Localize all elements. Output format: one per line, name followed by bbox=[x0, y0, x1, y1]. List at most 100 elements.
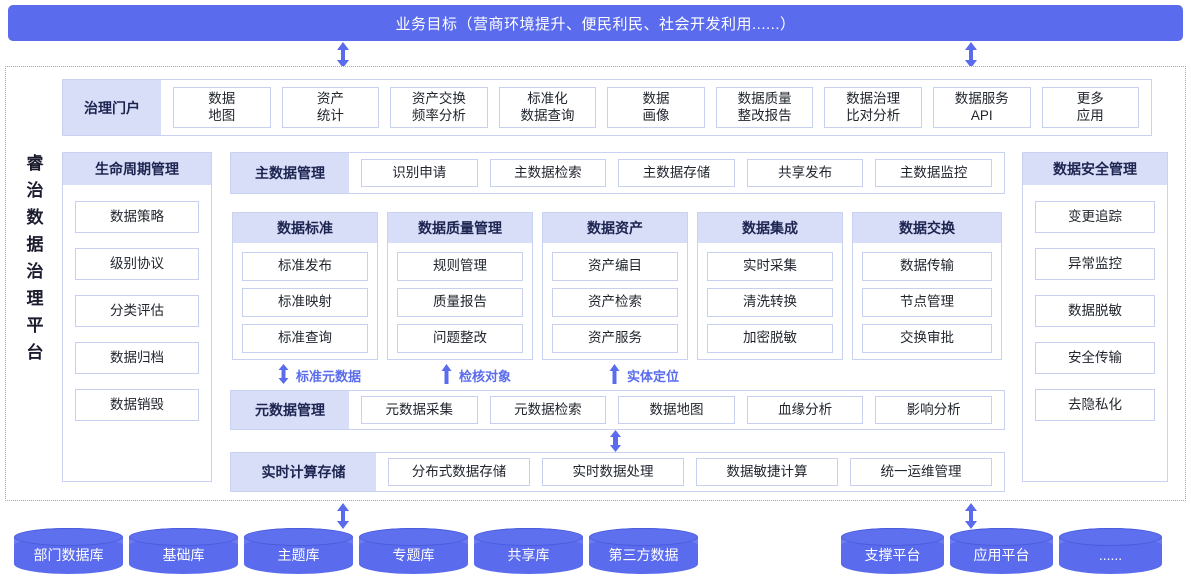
metadata-item[interactable]: 元数据检索 bbox=[489, 396, 607, 424]
page-title-char: 睿 bbox=[26, 154, 44, 173]
mid-group-item[interactable]: 标准映射 bbox=[242, 288, 368, 317]
page-title-vertical: 睿治数据治理平台 bbox=[18, 150, 52, 366]
data-source-label: ...... bbox=[1098, 546, 1123, 563]
page-title-char: 理 bbox=[26, 289, 44, 308]
mid-group-item[interactable]: 清洗转换 bbox=[707, 288, 833, 317]
mid-group-item[interactable]: 规则管理 bbox=[397, 252, 523, 281]
master-data-panel: 主数据管理 识别申请主数据检索主数据存储共享发布主数据监控 bbox=[230, 152, 1005, 194]
mid-group-item[interactable]: 资产编目 bbox=[552, 252, 678, 281]
lifecycle-item[interactable]: 级别协议 bbox=[75, 248, 199, 280]
mid-group-item[interactable]: 标准发布 bbox=[242, 252, 368, 281]
double-arrow-icon-bottom-right bbox=[963, 503, 979, 529]
portal-item[interactable]: 更多应用 bbox=[1041, 87, 1140, 128]
mid-group-data-asset: 数据资产 资产编目资产检索资产服务 bbox=[542, 212, 688, 360]
compute-item[interactable]: 数据敏捷计算 bbox=[696, 458, 838, 486]
data-source-cylinder[interactable]: 支撑平台 bbox=[841, 528, 944, 574]
data-source-label: 应用平台 bbox=[973, 546, 1030, 563]
portal-item[interactable]: 标准化数据查询 bbox=[498, 87, 597, 128]
page-title-char: 台 bbox=[26, 343, 44, 362]
double-arrow-icon-middle bbox=[608, 430, 624, 452]
mid-group-item[interactable]: 数据传输 bbox=[862, 252, 992, 281]
mid-group-data-standard: 数据标准 标准发布标准映射标准查询 bbox=[232, 212, 378, 360]
master-data-item[interactable]: 共享发布 bbox=[746, 159, 864, 187]
security-item[interactable]: 数据脱敏 bbox=[1035, 295, 1155, 327]
mid-group-items: 标准发布标准映射标准查询 bbox=[233, 243, 377, 353]
metadata-item[interactable]: 血缘分析 bbox=[746, 396, 864, 424]
data-source-cylinder[interactable]: 应用平台 bbox=[950, 528, 1053, 574]
master-data-item[interactable]: 主数据监控 bbox=[875, 159, 992, 187]
flow-label-text: 标准元数据 bbox=[296, 368, 362, 384]
flow-label-text: 检核对象 bbox=[459, 368, 512, 384]
security-items: 变更追踪异常监控数据脱敏安全传输去隐私化 bbox=[1023, 185, 1167, 421]
realtime-compute-panel: 实时计算存储 分布式数据存储实时数据处理数据敏捷计算统一运维管理 bbox=[230, 452, 1005, 492]
mid-group-item[interactable]: 资产检索 bbox=[552, 288, 678, 317]
lifecycle-item[interactable]: 数据销毁 bbox=[75, 389, 199, 421]
metadata-item[interactable]: 元数据采集 bbox=[361, 396, 478, 424]
lifecycle-item[interactable]: 分类评估 bbox=[75, 295, 199, 327]
governance-portal-head: 治理门户 bbox=[63, 80, 161, 135]
mid-group-item[interactable]: 问题整改 bbox=[397, 324, 523, 353]
metadata-item[interactable]: 数据地图 bbox=[618, 396, 735, 424]
master-data-item[interactable]: 主数据存储 bbox=[618, 159, 735, 187]
data-source-cylinder[interactable]: 主题库 bbox=[244, 528, 353, 574]
master-data-item[interactable]: 主数据检索 bbox=[489, 159, 607, 187]
mid-group-items: 规则管理质量报告问题整改 bbox=[388, 243, 532, 353]
mid-group-item[interactable]: 交换审批 bbox=[862, 324, 992, 353]
mid-group-data-quality: 数据质量管理 规则管理质量报告问题整改 bbox=[387, 212, 533, 360]
security-item[interactable]: 异常监控 bbox=[1035, 248, 1155, 280]
data-source-cylinder[interactable]: 基础库 bbox=[129, 528, 238, 574]
mid-group-head: 数据集成 bbox=[698, 213, 842, 243]
compute-item[interactable]: 分布式数据存储 bbox=[388, 458, 530, 486]
metadata-head: 元数据管理 bbox=[231, 391, 349, 429]
data-source-label: 主题库 bbox=[277, 546, 320, 563]
portal-item[interactable]: 数据质量整改报告 bbox=[715, 87, 814, 128]
data-source-cylinder[interactable]: 专题库 bbox=[359, 528, 468, 574]
double-arrow-icon-top-right bbox=[963, 42, 979, 68]
business-goal-bar: 业务目标（营商环境提升、便民利民、社会开发利用......） bbox=[8, 5, 1183, 41]
flow-label-text: 实体定位 bbox=[627, 368, 680, 384]
mid-group-item[interactable]: 加密脱敏 bbox=[707, 324, 833, 353]
data-source-label: 基础库 bbox=[162, 546, 205, 563]
cylinder-cap bbox=[14, 528, 123, 546]
compute-item[interactable]: 统一运维管理 bbox=[850, 458, 992, 486]
data-source-cylinder[interactable]: 部门数据库 bbox=[14, 528, 123, 574]
portal-item[interactable]: 数据画像 bbox=[607, 87, 705, 128]
double-arrow-icon-bottom-left bbox=[335, 503, 351, 529]
mid-group-item[interactable]: 标准查询 bbox=[242, 324, 368, 353]
security-item[interactable]: 去隐私化 bbox=[1035, 389, 1155, 421]
flow-label-entity-location: 实体定位 bbox=[608, 363, 680, 386]
mid-group-item[interactable]: 资产服务 bbox=[552, 324, 678, 353]
mid-group-items: 实时采集清洗转换加密脱敏 bbox=[698, 243, 842, 353]
compute-item[interactable]: 实时数据处理 bbox=[542, 458, 684, 486]
flow-label-check-object: 检核对象 bbox=[440, 363, 512, 387]
metadata-item[interactable]: 影响分析 bbox=[875, 396, 992, 424]
portal-item[interactable]: 资产交换频率分析 bbox=[390, 87, 488, 128]
metadata-panel: 元数据管理 元数据采集元数据检索数据地图血缘分析影响分析 bbox=[230, 390, 1005, 430]
mid-group-item[interactable]: 节点管理 bbox=[862, 288, 992, 317]
cylinder-cap bbox=[474, 528, 583, 546]
mid-group-item[interactable]: 质量报告 bbox=[397, 288, 523, 317]
data-source-label: 专题库 bbox=[392, 546, 435, 563]
data-source-cylinder[interactable]: ...... bbox=[1059, 528, 1162, 574]
up-arrow-icon bbox=[440, 363, 453, 387]
portal-item[interactable]: 数据治理比对分析 bbox=[824, 87, 922, 128]
portal-item[interactable]: 资产统计 bbox=[281, 87, 380, 128]
master-data-item[interactable]: 识别申请 bbox=[361, 159, 478, 187]
security-item[interactable]: 安全传输 bbox=[1035, 342, 1155, 374]
master-data-items: 识别申请主数据检索主数据存储共享发布主数据监控 bbox=[349, 153, 1004, 193]
data-source-cylinder[interactable]: 第三方数据 bbox=[589, 528, 698, 574]
mid-group-item[interactable]: 实时采集 bbox=[707, 252, 833, 281]
security-item[interactable]: 变更追踪 bbox=[1035, 201, 1155, 233]
mid-group-head: 数据质量管理 bbox=[388, 213, 532, 243]
portal-item[interactable]: 数据地图 bbox=[173, 87, 271, 128]
lifecycle-item[interactable]: 数据策略 bbox=[75, 201, 199, 233]
mid-group-head: 数据资产 bbox=[543, 213, 687, 243]
data-source-cylinder[interactable]: 共享库 bbox=[474, 528, 583, 574]
double-arrow-icon bbox=[277, 363, 290, 387]
lifecycle-item[interactable]: 数据归档 bbox=[75, 342, 199, 374]
cylinder-cap bbox=[359, 528, 468, 546]
cylinder-cap bbox=[950, 528, 1053, 546]
flow-label-standard-metadata: 标准元数据 bbox=[277, 363, 362, 387]
lifecycle-panel: 生命周期管理 数据策略级别协议分类评估数据归档数据销毁 bbox=[62, 152, 212, 482]
